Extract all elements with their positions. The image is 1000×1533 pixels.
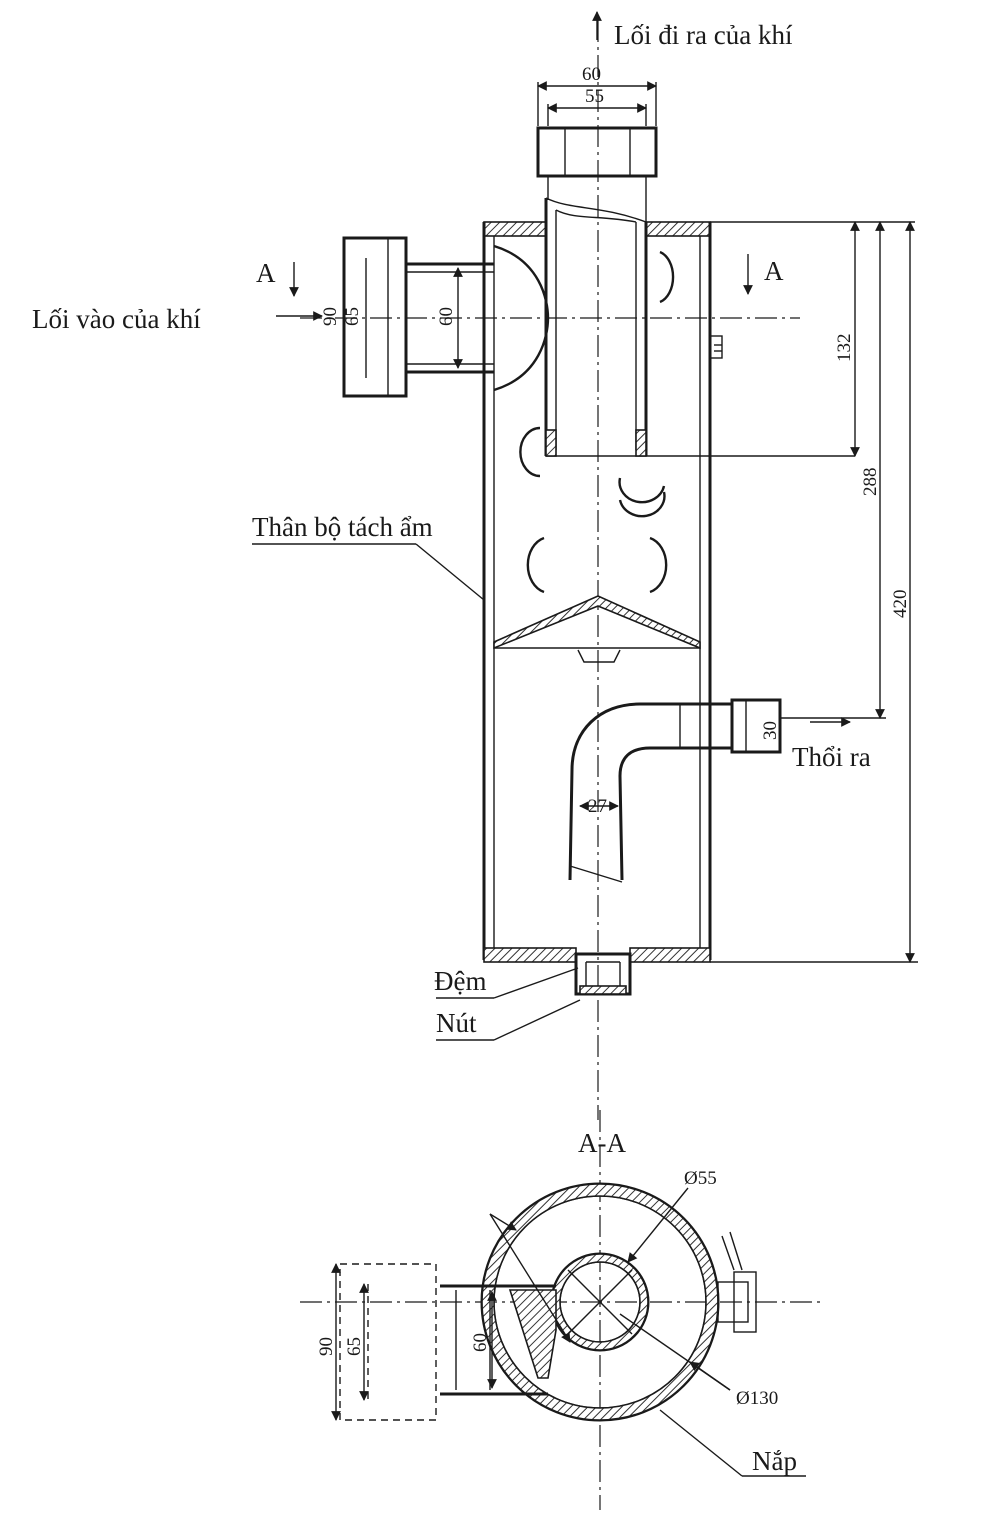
dim-inlet-flange: 90 — [320, 307, 341, 326]
dim-total-height: 420 — [890, 590, 911, 619]
outlet-socket — [536, 126, 658, 222]
bottom-plate-left — [483, 947, 577, 963]
inner-outlet-pipe — [544, 197, 855, 457]
outlet-dimensions: 60 55 — [537, 64, 657, 126]
dim-outer-diameter: Ø130 — [736, 1388, 778, 1409]
dim-section-flange: 90 — [316, 1337, 337, 1356]
label-separator-body: Thân bộ tách ẩm — [252, 512, 433, 542]
top-plate-left — [483, 221, 547, 237]
level-fitting — [709, 335, 723, 359]
dim-drain-pipe: 27 — [588, 796, 607, 817]
conical-baffle — [493, 595, 701, 663]
side-nozzle — [717, 1231, 757, 1333]
dim-drain-outlet: 30 — [760, 721, 781, 740]
dim-inner-pipe-depth: 132 — [834, 334, 855, 363]
section-wedge — [508, 1289, 557, 1379]
dim-inner-diameter: Ø55 — [684, 1168, 717, 1189]
section-mark-left: A — [256, 258, 276, 288]
bottom-plate-right — [629, 947, 711, 963]
section-title: A-A — [578, 1128, 626, 1158]
dim-outlet-inner: 55 — [585, 86, 604, 107]
label-blow-out: Thổi ra — [792, 742, 871, 772]
section-mark-right: A — [764, 256, 784, 286]
label-gasket: Đệm — [434, 966, 486, 996]
dim-section-pipe: 60 — [470, 1333, 491, 1352]
top-plate-right — [645, 221, 711, 237]
label-plug: Nút — [436, 1008, 477, 1038]
dim-inlet-pipe: 60 — [436, 307, 457, 326]
label-cover: Nắp — [752, 1446, 797, 1476]
dim-baffle-height: 288 — [860, 468, 881, 497]
label-gas-outlet: Lối đi ra của khí — [614, 20, 793, 50]
label-gas-inlet: Lối vào của khí — [32, 304, 201, 334]
drain-pipe — [568, 698, 782, 883]
dim-inlet-bolt: 65 — [342, 307, 363, 326]
dim-outlet-outer: 60 — [582, 64, 601, 85]
perforation-arcs — [519, 250, 675, 594]
height-dimensions — [850, 221, 915, 963]
inlet-flange — [342, 236, 550, 398]
dim-section-bolt: 65 — [344, 1337, 365, 1356]
section-view: A-A 90 65 — [300, 1110, 820, 1510]
front-view: 60 55 Lối đi ra của khí — [32, 11, 918, 1120]
drain-plug — [574, 952, 632, 996]
